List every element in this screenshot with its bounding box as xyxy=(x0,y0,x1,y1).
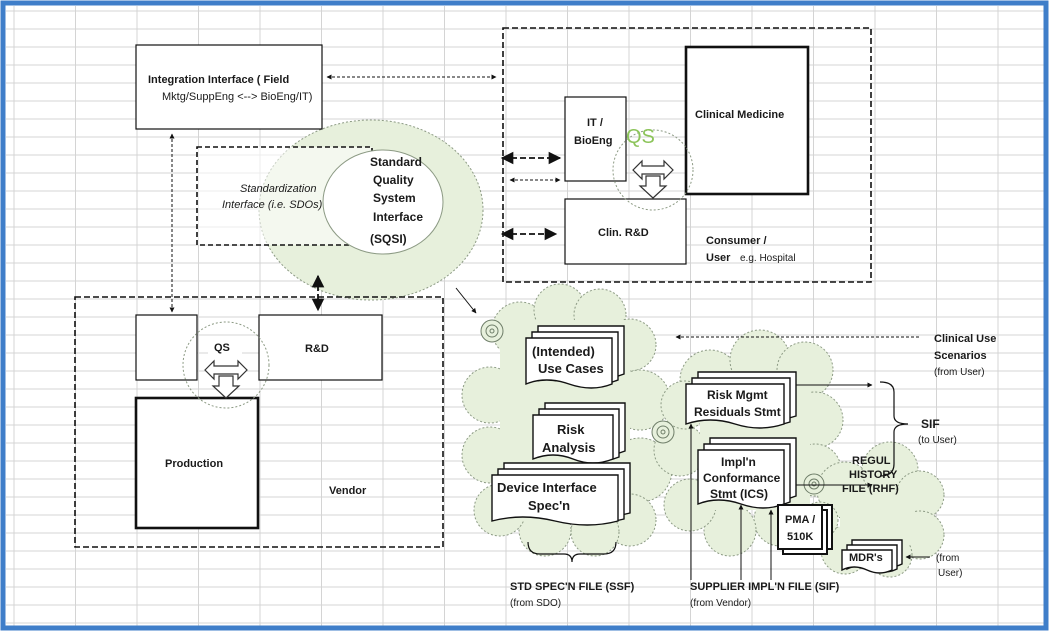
vendor-qs-label: QS xyxy=(214,342,230,354)
vendor-rd-box xyxy=(258,314,383,381)
sqsi-to-ssf-arrow xyxy=(455,287,477,314)
clinical-medicine-box xyxy=(684,45,810,196)
use-cases-doc xyxy=(525,325,625,389)
production-box xyxy=(134,396,260,530)
ssf-brace xyxy=(527,541,617,563)
sif-label: SUPPLIER IMPL'N FILE (SIF) xyxy=(690,581,840,593)
use-cases-line2: Use Cases xyxy=(538,361,604,376)
pma-line2: 510K xyxy=(787,531,813,543)
it-bioeng-box xyxy=(564,96,627,182)
ics-line3: Stmt (ICS) xyxy=(710,487,768,501)
risk-mgmt-line1: Risk Mgmt xyxy=(707,388,768,402)
clinical-medicine-label: Clinical Medicine xyxy=(695,109,784,121)
sqsi-line2: Quality xyxy=(373,173,414,187)
production-label: Production xyxy=(165,458,223,470)
vendor-region xyxy=(74,296,444,548)
mdr-label: MDR's xyxy=(849,552,883,564)
bioeng-label: BioEng xyxy=(574,135,613,147)
risk-analysis-line2: Analysis xyxy=(542,440,595,455)
clinical-use-line2: Scenarios xyxy=(934,350,987,362)
hospital-example-label: e.g. Hospital xyxy=(740,253,796,264)
device-interface-spec-doc xyxy=(491,462,631,526)
clinical-use-line3: (from User) xyxy=(934,367,985,378)
risk-mgmt-line2: Residuals Stmt xyxy=(694,405,781,419)
rhf-from-line1: (from xyxy=(936,553,959,564)
rhf-line2: HISTORY xyxy=(849,469,898,481)
sqsi-line3: System xyxy=(373,191,416,205)
sqsi-line5: (SQSI) xyxy=(370,232,407,246)
it-label: IT / xyxy=(587,117,603,129)
sqsi-line4: Interface xyxy=(373,210,423,224)
device-interface-line2: Spec'n xyxy=(528,498,570,513)
use-cases-line1: (Intended) xyxy=(532,344,595,359)
dotted-connectors xyxy=(169,74,920,340)
vendor-blank-box xyxy=(135,314,198,381)
consumer-qs-arrow-icon xyxy=(632,159,674,199)
ics-line2: Conformance xyxy=(703,471,781,485)
vendor-qs-arrow-icon xyxy=(204,359,248,399)
standardization-line1: Standardization xyxy=(240,183,316,195)
integration-interface-box xyxy=(135,44,323,130)
ics-line1: Impl'n xyxy=(721,455,756,469)
sif-sublabel: (from Vendor) xyxy=(690,598,751,609)
ics-doc xyxy=(697,437,797,509)
dashed-bold-connectors xyxy=(311,151,562,312)
sif-vertical-arrows xyxy=(688,423,774,580)
consumer-qs-label: QS xyxy=(626,126,655,148)
mdr-doc xyxy=(841,539,903,574)
integration-title: Integration Interface ( Field xyxy=(148,74,289,86)
standardization-line2: Interface (i.e. SDOs) xyxy=(222,199,323,211)
vendor-label: Vendor xyxy=(329,485,367,497)
device-interface-line1: Device Interface xyxy=(497,480,597,495)
ssf-sublabel: (from SDO) xyxy=(510,598,561,609)
ssf-label: STD SPEC'N FILE (SSF) xyxy=(510,581,635,593)
clinical-use-line1: Clinical Use xyxy=(934,333,996,345)
vendor-qs-circle xyxy=(182,321,270,409)
sqsi-line1: Standard xyxy=(370,155,422,169)
consumer-qs-circle xyxy=(612,129,694,211)
pma-line1: PMA / xyxy=(785,514,815,526)
risk-analysis-doc xyxy=(532,402,626,464)
rhf-line3: FILE (RHF) xyxy=(842,483,899,495)
sif-brace-label: SIF xyxy=(921,417,940,431)
cloud-connector-swirls xyxy=(480,319,825,495)
pma-510k-doc xyxy=(777,504,833,555)
clin-rd-label: Clin. R&D xyxy=(598,227,649,239)
sif-brace xyxy=(879,381,909,477)
rhf-from-line2: User) xyxy=(938,568,962,579)
risk-mgmt-doc xyxy=(685,371,797,429)
risk-analysis-line1: Risk xyxy=(557,422,585,437)
integration-subtitle: Mktg/SuppEng <--> BioEng/IT) xyxy=(162,91,312,103)
rhf-line1: REGUL xyxy=(852,455,891,467)
vendor-rd-label: R&D xyxy=(305,343,329,355)
sqsi-inner-ellipse xyxy=(322,149,444,255)
sif-brace-sublabel: (to User) xyxy=(918,435,957,446)
consumer-label: Consumer / xyxy=(706,235,767,247)
user-label: User xyxy=(706,252,731,264)
